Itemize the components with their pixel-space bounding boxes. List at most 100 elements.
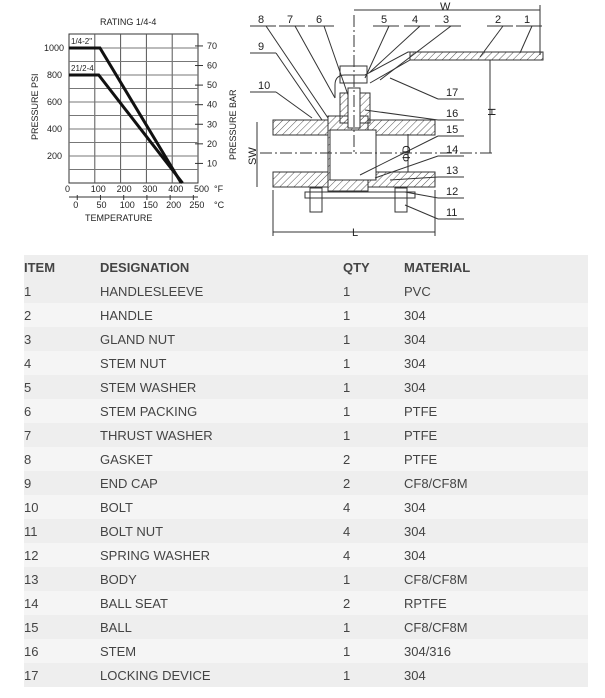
- cell-material: CF8/CF8M: [404, 475, 468, 491]
- callout-number: 12: [446, 186, 458, 198]
- cell-designation: BODY: [100, 571, 137, 587]
- y2-tick-label: 70: [207, 41, 217, 51]
- callout-number: 4: [412, 14, 418, 26]
- cell-qty: 1: [343, 643, 351, 659]
- dim-w: W: [440, 1, 451, 13]
- callout-leader: [404, 191, 439, 199]
- callout-leader: [275, 52, 323, 121]
- cell-material: 304: [404, 499, 426, 515]
- series-line: [69, 46, 183, 184]
- cell-qty: 4: [343, 547, 351, 563]
- cell-designation: LOCKING DEVICE: [100, 667, 211, 683]
- cell-material: 304: [404, 667, 426, 683]
- cell-qty: 1: [343, 355, 351, 371]
- x-axis-label: TEMPERATURE: [85, 213, 152, 223]
- cell-material: RPTFE: [404, 595, 447, 611]
- callout-number: 3: [443, 14, 449, 26]
- col-designation: DESIGNATION: [100, 259, 190, 275]
- dim-l: L: [352, 227, 358, 239]
- callout-leader: [479, 25, 504, 58]
- cell-item: 3: [24, 331, 32, 347]
- cell-material: CF8/CF8M: [404, 571, 468, 587]
- cell-material: 304: [404, 331, 426, 347]
- callout-leader: [519, 25, 533, 54]
- series-label: 21/2-4: [71, 64, 94, 73]
- x2-tick-label: 50: [96, 200, 106, 210]
- cell-item: 13: [24, 571, 39, 587]
- callout-leader: [374, 155, 439, 179]
- cell-material: CF8/CF8M: [404, 619, 468, 635]
- cell-designation: STEM WASHER: [100, 379, 197, 395]
- callout-leader: [404, 204, 439, 220]
- cell-material: 304: [404, 379, 426, 395]
- valve-drawing: [256, 5, 544, 236]
- cell-item: 8: [24, 451, 32, 467]
- cell-material: 304: [404, 355, 426, 371]
- x2-tick-label: 150: [143, 200, 158, 210]
- cell-item: 16: [24, 643, 39, 659]
- table-header: ITEM DESIGNATION QTY MATERIAL: [24, 255, 588, 279]
- cell-designation: BALL: [100, 619, 132, 635]
- cell-item: 12: [24, 547, 39, 563]
- callout-leader: [265, 25, 329, 119]
- cell-designation: BALL SEAT: [100, 595, 168, 611]
- col-material: MATERIAL: [404, 259, 471, 275]
- cell-material: 304: [404, 307, 426, 323]
- callout-leader: [364, 109, 439, 121]
- col-qty: QTY: [343, 259, 370, 275]
- callout-number: 7: [287, 14, 293, 26]
- cell-item: 17: [24, 667, 39, 683]
- callout-number: 6: [316, 14, 322, 26]
- cell-designation: STEM PACKING: [100, 403, 198, 419]
- callout-number: 9: [258, 41, 264, 53]
- cell-designation: STEM NUT: [100, 355, 167, 371]
- y2-tick-label: 10: [207, 158, 217, 168]
- cell-item: 2: [24, 307, 32, 323]
- callout-number: 8: [258, 14, 264, 26]
- cell-material: PTFE: [404, 427, 438, 443]
- y2-axis-label: PRESSURE BAR: [228, 89, 238, 160]
- cell-material: 304/316: [404, 643, 451, 659]
- callout-leader: [379, 25, 452, 81]
- dim-h: H: [485, 108, 497, 116]
- callout-number: 13: [446, 165, 458, 177]
- cell-designation: HANDLE: [100, 307, 153, 323]
- y2-tick-label: 50: [207, 80, 217, 90]
- y-tick-label: 200: [47, 151, 62, 161]
- cell-qty: 2: [343, 595, 351, 611]
- table-row: 13 BODY 1 CF8/CF8M: [24, 567, 588, 591]
- dim-sw: SW: [247, 147, 259, 165]
- y2-tick-label: 60: [207, 61, 217, 71]
- cell-material: PTFE: [404, 403, 438, 419]
- chart-title: RATING 1/4-4: [100, 17, 156, 27]
- cell-material: PVC: [404, 283, 431, 299]
- plot-frame: [68, 33, 199, 184]
- cell-qty: 4: [343, 499, 351, 515]
- dim-d: ΦD: [401, 145, 413, 162]
- cell-qty: 2: [343, 451, 351, 467]
- y-tick-label: 800: [47, 70, 62, 80]
- cell-designation: THRUST WASHER: [100, 427, 213, 443]
- x-tick-label: 200: [117, 184, 132, 194]
- cell-qty: 2: [343, 475, 351, 491]
- x-tick-label: 100: [91, 184, 106, 194]
- cell-item: 9: [24, 475, 32, 491]
- callout-leader: [364, 25, 390, 79]
- y2-tick-label: 20: [207, 139, 217, 149]
- callout-leader: [294, 25, 336, 99]
- cell-qty: 1: [343, 571, 351, 587]
- x2-tick-label: 250: [189, 200, 204, 210]
- cell-designation: GLAND NUT: [100, 331, 176, 347]
- cell-item: 10: [24, 499, 39, 515]
- cell-item: 15: [24, 619, 39, 635]
